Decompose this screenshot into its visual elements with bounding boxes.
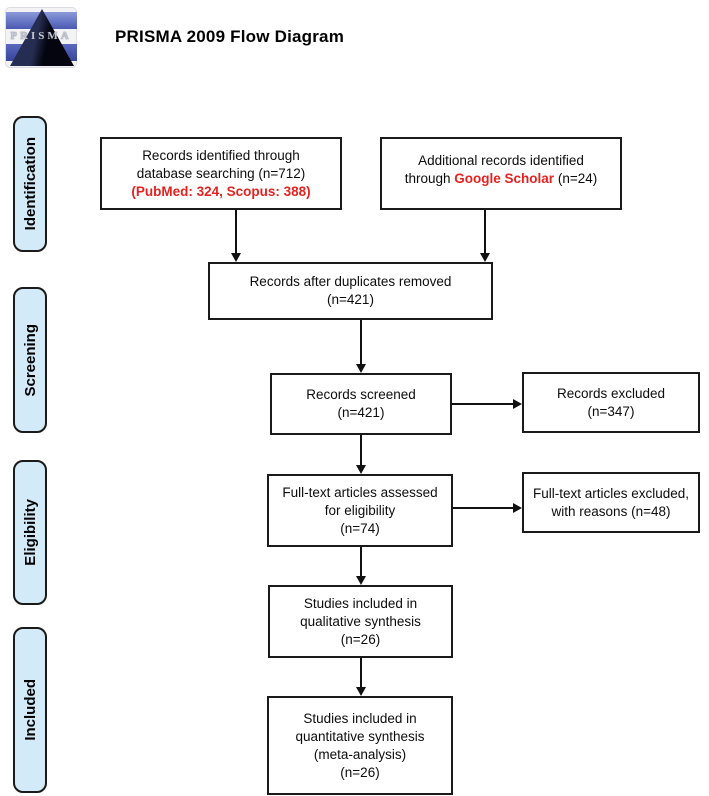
box-text-line: Studies included in: [303, 710, 417, 726]
box-text-line: (n=74): [340, 520, 380, 536]
box-text-line: Records screened: [306, 387, 416, 402]
box-text-line: Records identified through: [142, 147, 300, 163]
box-text-line: Records after duplicates removed: [249, 274, 452, 289]
arrow-duplicates-to-screened: [356, 320, 366, 373]
box-records-identified: Records identified through database sear…: [100, 137, 342, 210]
stage-screening: Screening: [13, 287, 47, 433]
box-text-line: with reasons (n=48): [551, 503, 671, 519]
box-fulltext-assessed: Full-text articles assessed for eligibil…: [267, 474, 453, 547]
google-scholar-highlight: Google Scholar: [454, 171, 555, 186]
box-text-line: (meta-analysis): [313, 746, 407, 762]
box-text-line: Additional records identified: [418, 153, 584, 168]
stage-eligibility: Eligibility: [13, 460, 47, 605]
box-text-line: Studies included in: [303, 595, 418, 611]
box-records-screened: Records screened (n=421): [270, 373, 452, 435]
box-qualitative-synthesis: Studies included in qualitative synthesi…: [268, 585, 453, 658]
box-text-line: (n=347): [587, 403, 635, 419]
stage-label: Included: [21, 679, 39, 741]
arrow-screened-to-fulltext: [356, 435, 366, 474]
stage-included: Included: [13, 627, 47, 793]
arrow-fulltext-to-excluded: [453, 503, 522, 513]
arrow-screened-to-excluded: [452, 399, 522, 409]
box-text-line: qualitative synthesis: [300, 613, 421, 629]
stage-identification: Identification: [13, 116, 47, 252]
box-text-line: Full-text articles assessed: [282, 484, 438, 500]
box-text-line: database searching (n=712): [136, 165, 306, 181]
box-text-line: (n=26): [340, 764, 380, 780]
box-text-line: Records excluded: [556, 385, 666, 401]
box-text-line: (n=421): [337, 405, 385, 420]
arrow-dbsearch-to-duplicates: [231, 210, 241, 262]
box-text-line: through Google Scholar (n=24): [404, 171, 598, 186]
box-text-line: (n=26): [340, 631, 381, 647]
stage-label: Identification: [21, 137, 39, 231]
stage-label: Screening: [21, 323, 39, 397]
box-fulltext-excluded: Full-text articles excluded, with reason…: [522, 472, 700, 533]
box-additional-records: Additional records identified through Go…: [380, 137, 622, 210]
arrow-qualitative-to-quantitative: [356, 658, 366, 696]
box-duplicates-removed: Records after duplicates removed (n=421): [208, 262, 493, 320]
box-text-line: quantitative synthesis: [295, 728, 425, 744]
stage-label: Eligibility: [21, 499, 39, 566]
box-text-line: for eligibility: [324, 502, 396, 518]
box-text-line-sources: (PubMed: 324, Scopus: 388): [131, 183, 311, 199]
logo-wordmark: PRISMA: [10, 30, 72, 42]
prisma-logo: PRISMA: [5, 7, 77, 68]
arrow-fulltext-to-qualitative: [356, 547, 366, 585]
page-title: PRISMA 2009 Flow Diagram: [115, 27, 345, 46]
box-text-line: (n=421): [327, 292, 374, 307]
box-text-line: Full-text articles excluded,: [532, 485, 690, 501]
box-quantitative-synthesis: Studies included in quantitative synthes…: [267, 696, 453, 795]
arrow-scholar-to-duplicates: [480, 210, 490, 262]
box-records-excluded: Records excluded (n=347): [522, 372, 700, 433]
